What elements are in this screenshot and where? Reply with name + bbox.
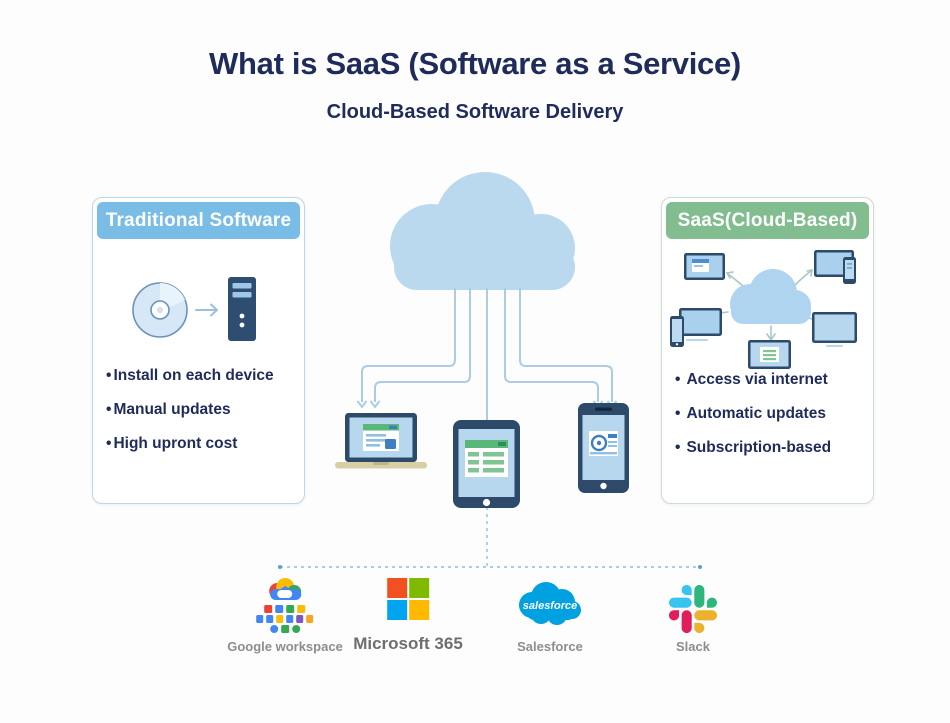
slack-logo [669, 585, 717, 633]
provider-label: Salesforce [517, 639, 583, 654]
desktop-tower-icon [227, 277, 256, 341]
ms-square-blue [387, 600, 407, 620]
google-apps-row [264, 605, 306, 613]
monitor-phone-icon [670, 308, 722, 347]
google-workspace-logo [256, 577, 314, 633]
cloud-icon [730, 269, 811, 324]
provider-salesforce: salesforce Salesforce [512, 572, 588, 654]
bullet-text: Manual updates [113, 401, 231, 418]
provider-google-workspace: Google workspace [227, 572, 343, 654]
saas-card-title: SaaS(Cloud-Based) [666, 202, 869, 239]
bullet-text: High upront cost [113, 435, 238, 452]
page-subtitle: Cloud-Based Software Delivery [326, 101, 624, 123]
laptop-icon [335, 413, 427, 469]
ms-square-red [387, 578, 407, 598]
saas-card: SaaS(Cloud-Based) [661, 197, 874, 504]
traditional-software-card: Traditional Software •In [92, 197, 305, 504]
connector-lines [356, 288, 618, 422]
arrow-right-icon [194, 303, 218, 317]
cloud-delivery-diagram [335, 172, 629, 567]
salesforce-logo: salesforce [512, 581, 588, 633]
list-item: •High upront cost [106, 435, 238, 452]
provider-label: Google workspace [227, 639, 343, 654]
laptop-phone-icon [814, 250, 856, 284]
bullet-text: Subscription-based [686, 439, 832, 456]
google-apps-row [256, 615, 314, 623]
list-item: •Manual updates [106, 401, 231, 418]
provider-slack: Slack [669, 572, 717, 654]
saas-bullet-list: •Access via internet •Automatic updates … [675, 370, 867, 472]
ms-square-green [409, 578, 429, 598]
smartphone-icon [578, 403, 629, 493]
cloud-icon [390, 172, 575, 290]
bullet-text: Install on each device [113, 367, 274, 384]
laptop-icon [748, 340, 791, 369]
monitor-icon [684, 253, 725, 280]
dashed-connector-horizontal [278, 565, 702, 569]
ms-square-yellow [409, 600, 429, 620]
salesforce-wordmark: salesforce [523, 600, 577, 612]
list-item: •Install on each device [106, 367, 274, 384]
cd-disc-icon [131, 282, 188, 338]
cloud-devices-cluster-icon [670, 250, 857, 369]
bullet-text: Automatic updates [686, 405, 826, 422]
tablet-icon [453, 420, 520, 508]
google-apps-row [270, 625, 300, 633]
monitor-icon [812, 312, 857, 347]
bullet-text: Access via internet [686, 371, 828, 388]
traditional-bullet-list: •Install on each device •Manual updates … [106, 366, 298, 468]
list-item: •Access via internet [675, 371, 828, 388]
provider-microsoft-365: Microsoft 365 [353, 572, 463, 654]
list-item: •Automatic updates [675, 405, 826, 422]
arrow-down-icon [369, 400, 381, 409]
list-item: •Subscription-based [675, 439, 832, 456]
arrow-down-icon [356, 400, 368, 409]
microsoft-365-logo [387, 578, 429, 620]
traditional-card-title: Traditional Software [97, 202, 300, 239]
page-title: What is SaaS (Software as a Service) [209, 46, 741, 81]
provider-label: Microsoft 365 [353, 634, 463, 653]
provider-label: Slack [676, 639, 710, 654]
google-cloud-icon [269, 578, 301, 600]
install-disc-to-pc-icon [131, 277, 256, 341]
